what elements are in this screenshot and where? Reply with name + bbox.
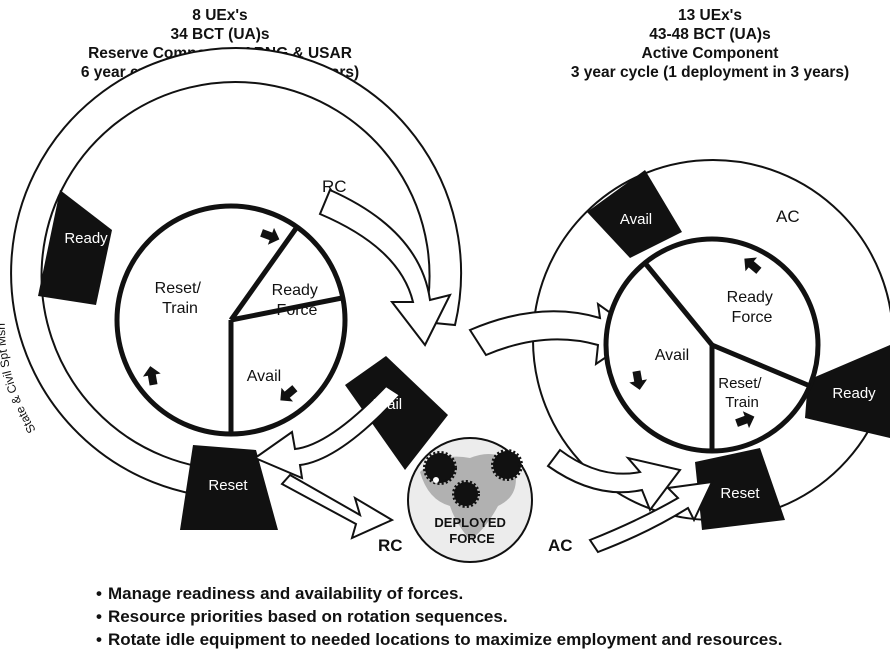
ac-ready-force-line-1: Ready: [727, 289, 773, 306]
deployed-line-2: FORCE: [449, 531, 495, 546]
ac-divider-2: [711, 342, 811, 389]
rc-reset-train-line-2: Train: [162, 300, 198, 317]
ac-inner-avail-label: Avail: [655, 347, 689, 364]
rc-ready-force-label: Ready Force: [272, 282, 323, 319]
rc-divider-2: [230, 295, 343, 323]
rc-divider-1: [228, 225, 300, 322]
ac-reset-segment: [695, 448, 785, 530]
key-point: Manage readiness and availability of for…: [96, 582, 782, 605]
rc-cycle-label: RC: [322, 177, 347, 196]
ac-reset-train-label: Reset/ Train: [718, 375, 766, 411]
rc-ready-force-line-1: Ready: [272, 282, 318, 299]
ac-return-arrow: [588, 480, 714, 554]
ac-reset-train-line-1: Reset/: [718, 375, 762, 392]
ac-ready-force-label: Ready Force: [727, 289, 778, 326]
deployed-rc-tag: RC: [378, 536, 403, 555]
ac-deploy-arrow: [546, 448, 682, 513]
rc-reset-label: Reset: [208, 477, 248, 494]
rc-avail-label: Avail: [370, 396, 402, 413]
key-point: Rotate idle equipment to needed location…: [96, 628, 782, 651]
deployment-burst-icon-1: [423, 451, 457, 485]
force-rotation-diagram: RC State & Civil Spt Msn Ready Avail Res…: [0, 47, 890, 563]
rc-avail-segment: [345, 356, 448, 470]
rc-ready-force-line-2: Force: [277, 302, 318, 319]
rc-inner-avail-label: Avail: [247, 368, 281, 385]
rc-ready-segment: [38, 190, 112, 305]
deployed-ac-tag: AC: [548, 536, 573, 555]
ac-ready-segment: [805, 345, 890, 438]
ac-reset-label: Reset: [720, 485, 760, 502]
rc-ready-label: Ready: [64, 230, 108, 247]
ac-header: 13 UEx's 43-48 BCT (UA)s Active Componen…: [530, 6, 890, 82]
deployed-force-globe: [407, 437, 533, 563]
ac-cycle-length: 3 year cycle (1 deployment in 3 years): [570, 64, 850, 81]
ac-cycle: [468, 159, 890, 554]
deployed-line-1: DEPLOYED: [434, 515, 506, 530]
deployed-force-label: DEPLOYED FORCE: [434, 515, 509, 546]
rc-reset-train-line-1: Reset/: [155, 280, 202, 297]
ac-avail-label: Avail: [620, 211, 652, 228]
ac-ready-force-line-2: Force: [732, 309, 773, 326]
ac-cycle-label: AC: [776, 207, 800, 226]
ac-ready-label: Ready: [832, 385, 876, 402]
rc-reset-segment: [180, 445, 278, 530]
key-point: Resource priorities based on rotation se…: [96, 605, 782, 628]
ac-bct-count: 43-48 BCT (UA)s: [649, 26, 771, 43]
ac-component: Active Component: [641, 45, 779, 62]
rc-deploy-arrow: [280, 473, 395, 540]
ac-uex-count: 13 UEx's: [677, 7, 742, 24]
ac-divider-1: [643, 261, 714, 347]
deployment-burst-icon-3: [452, 480, 480, 508]
deployment-burst-icon-4: [433, 477, 439, 483]
rc-uex-count: 8 UEx's: [192, 7, 248, 24]
rc-return-arrow: [252, 384, 402, 480]
rc-bct-count: 34 BCT (UA)s: [170, 26, 270, 43]
rc-outer-arrow-connector: [318, 188, 452, 347]
rc-reset-train-label: Reset/ Train: [155, 280, 206, 317]
rc-cycle: [10, 47, 463, 540]
key-points-list: Manage readiness and availability of for…: [96, 582, 782, 651]
ac-reset-train-line-2: Train: [725, 394, 759, 411]
deployment-burst-icon-2: [491, 449, 523, 481]
ac-avail-segment: [587, 170, 682, 258]
